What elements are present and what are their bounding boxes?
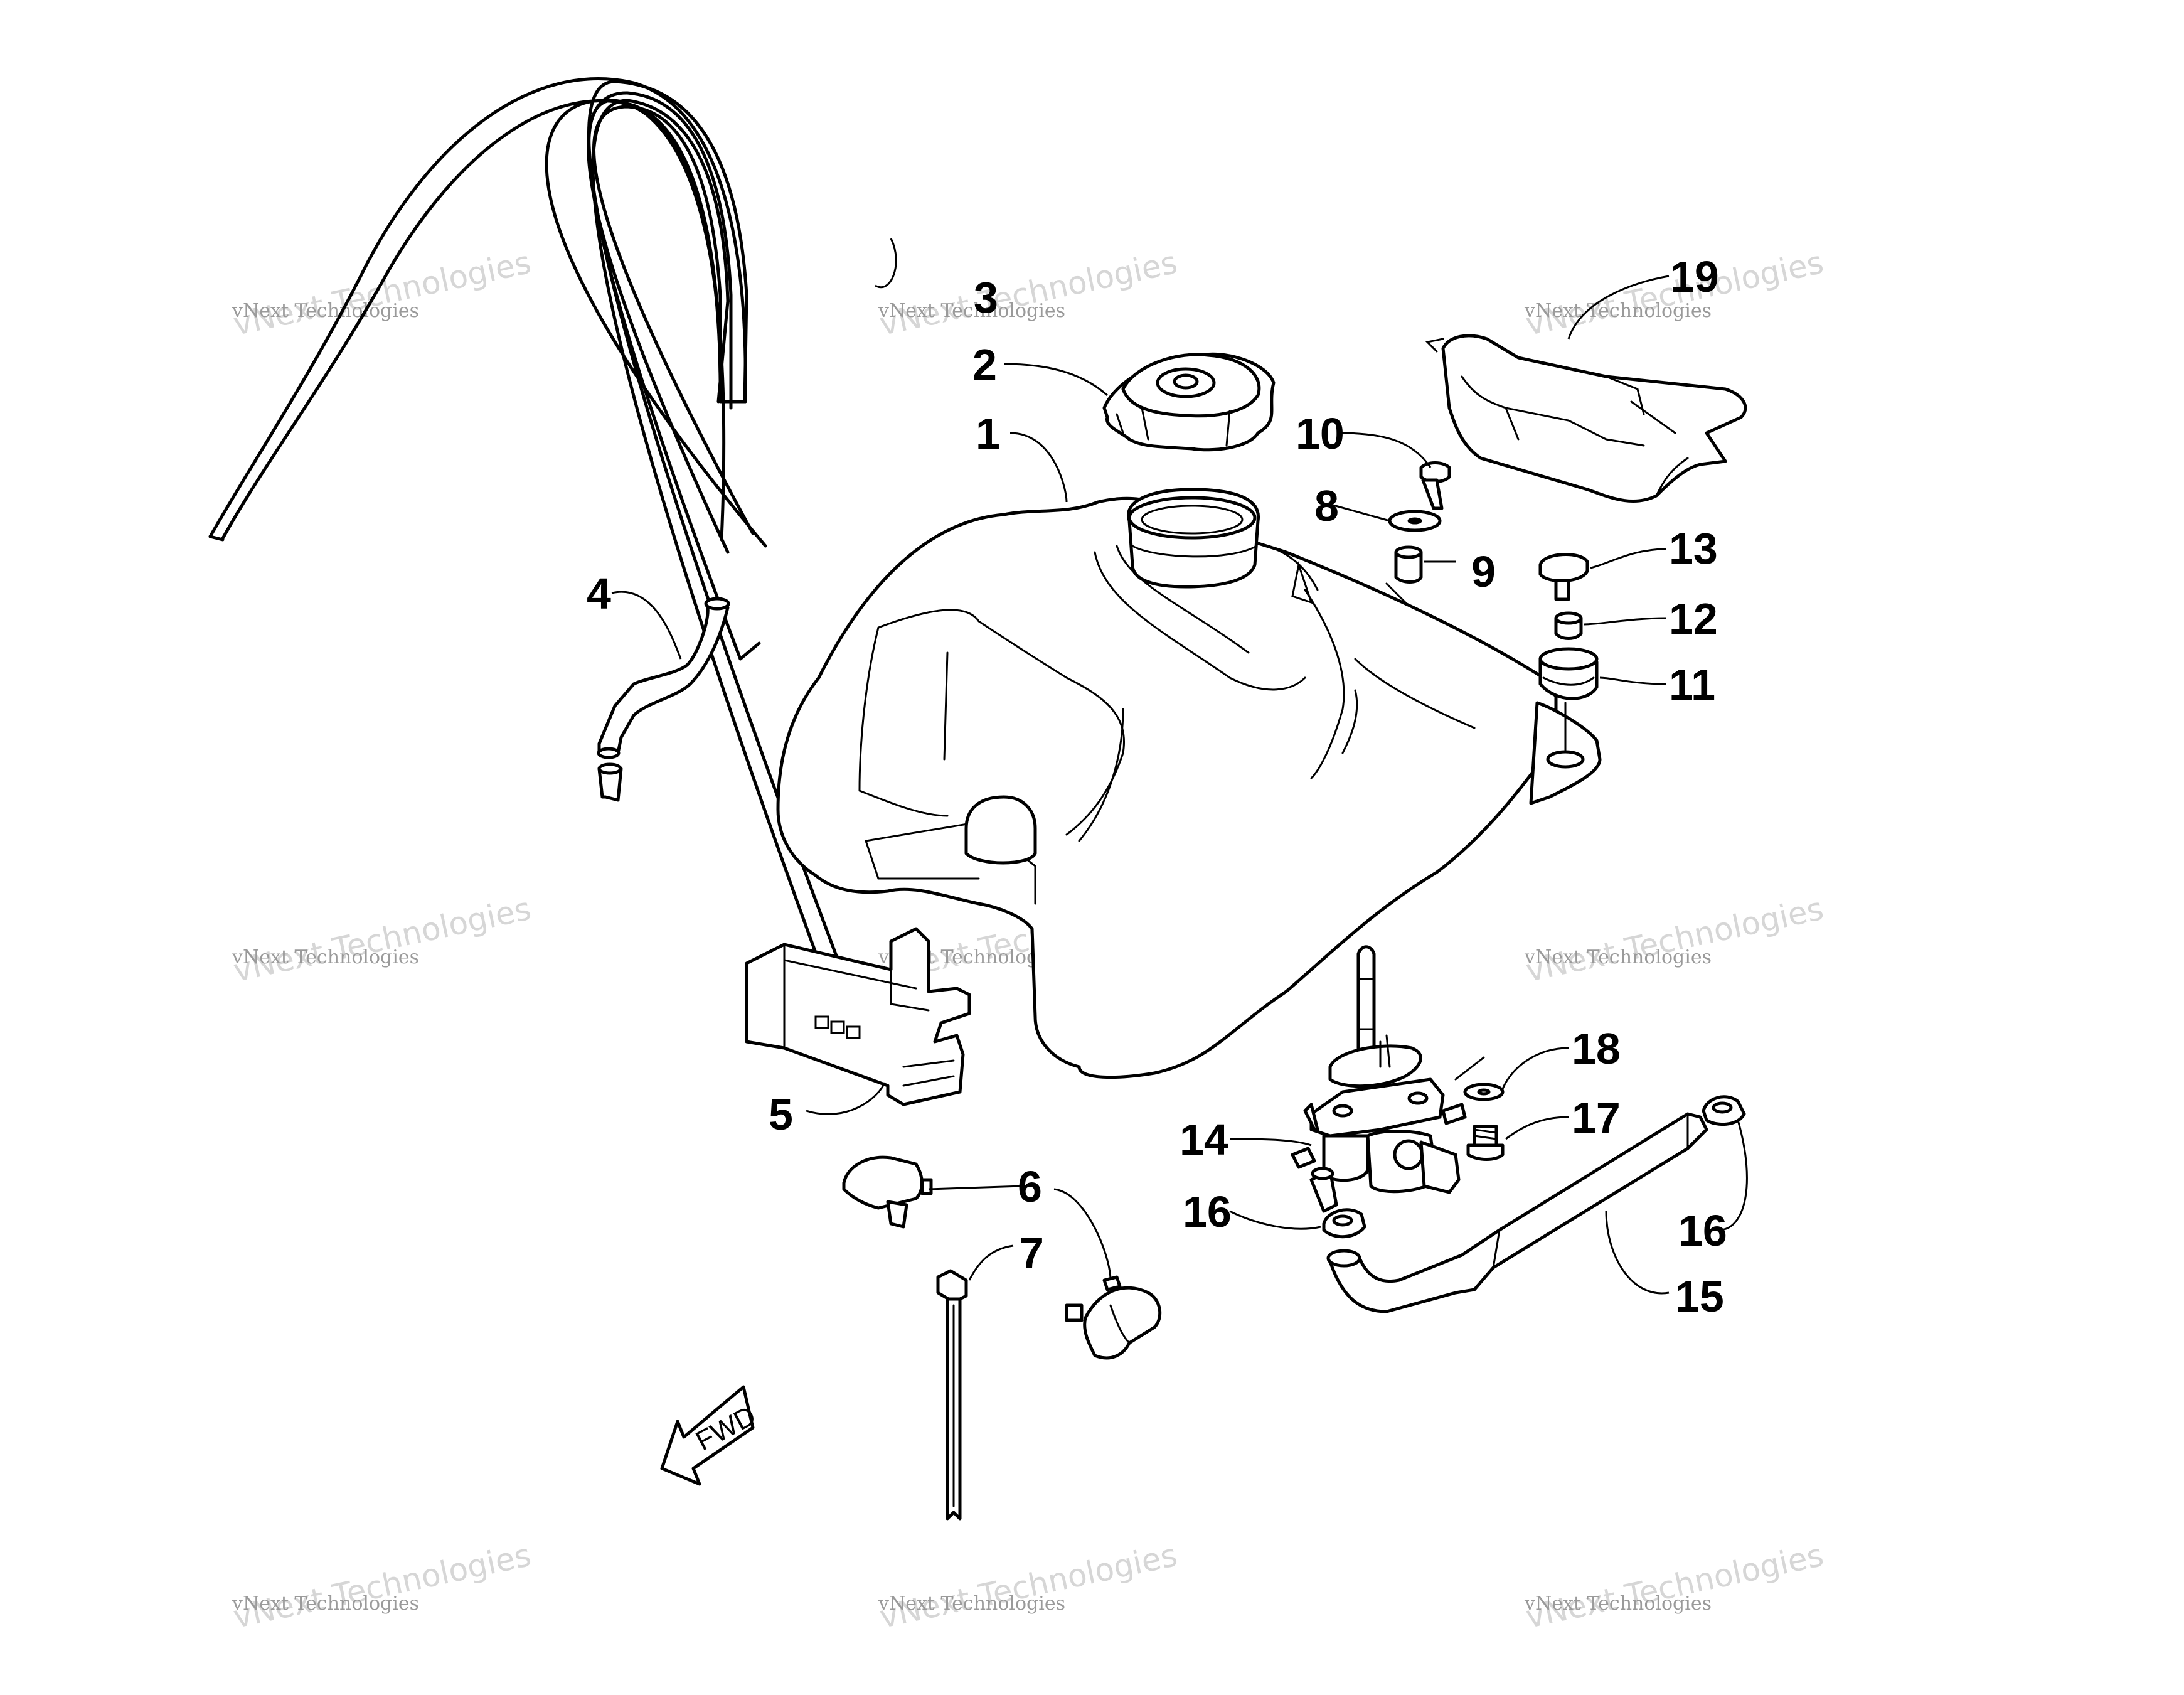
screw-part-10 (1419, 461, 1451, 510)
forward-direction-arrow: FWD (660, 1385, 761, 1486)
elbow-hose-part-4 (597, 597, 730, 802)
watermark-text: vNext Technologies (232, 1593, 419, 1615)
clip-part-6-upper (842, 1155, 933, 1229)
washer-part-18 (1463, 1083, 1505, 1101)
fuel-valve-part-14 (1291, 945, 1467, 1213)
callout-19: 19 (1670, 252, 1719, 301)
callout-2: 2 (972, 340, 997, 389)
watermark-text: vNext Technologies (230, 1537, 535, 1635)
callout-13: 13 (1669, 524, 1718, 573)
callout-6: 6 (1018, 1162, 1042, 1211)
callout-1: 1 (976, 409, 1000, 458)
watermark-text: vNext Technologies (876, 1537, 1181, 1635)
callout-16-right: 16 (1678, 1206, 1727, 1255)
callout-3: 3 (974, 273, 998, 322)
spacer-part-9 (1394, 545, 1423, 584)
leader-lines (611, 238, 1748, 1295)
callout-18: 18 (1572, 1024, 1621, 1073)
watermark-text: vNext Technologies (878, 1593, 1065, 1615)
callout-7: 7 (1020, 1228, 1044, 1277)
watermark-text: vNext Technologies (1523, 890, 1827, 989)
washer-part-8 (1388, 510, 1442, 532)
vent-hose-part-3 (208, 77, 880, 1069)
watermark-text: vNext Technologies (1524, 946, 1712, 968)
watermark-text: vNext Technologies (230, 890, 535, 989)
callout-15: 15 (1675, 1272, 1724, 1321)
watermark-text: vNext Technologies (230, 244, 535, 343)
hose-clamp-part-16-left (1322, 1208, 1366, 1239)
watermark: vNext Technologies vNext Technologies (876, 244, 1181, 343)
callout-12: 12 (1669, 594, 1718, 643)
watermark-text: vNext Technologies (1523, 1537, 1827, 1635)
fuel-tank-part-1 (776, 488, 1602, 1079)
callout-9: 9 (1471, 547, 1496, 596)
callout-11: 11 (1669, 660, 1715, 709)
clip-part-6-lower (1065, 1275, 1162, 1360)
watermark-text: vNext Technologies (232, 300, 419, 322)
callout-5: 5 (769, 1090, 793, 1139)
heat-shield-part-19 (1425, 334, 1747, 503)
hose-clamp-part-16-right (1702, 1095, 1746, 1126)
fuel-cap-part-2 (1102, 352, 1276, 452)
watermark-text: vNext Technologies (232, 946, 419, 968)
grommet-part-11 (1538, 647, 1599, 751)
callout-numbers: 1 2 3 4 5 6 7 8 9 10 11 12 13 14 15 16 1… (587, 252, 1727, 1321)
bushing-part-12 (1554, 611, 1583, 640)
watermark: vNext Technologies vNext Technologies (1523, 1537, 1827, 1635)
callout-14: 14 (1180, 1115, 1228, 1164)
watermark: vNext Technologies vNext Technologies (876, 1537, 1181, 1635)
bolt-part-13 (1538, 553, 1589, 601)
cable-tie-part-7 (936, 1269, 968, 1521)
bolt-part-17 (1454, 1056, 1505, 1161)
callout-10: 10 (1296, 409, 1345, 458)
callout-4: 4 (587, 569, 611, 618)
watermark: vNext Technologies vNext Technologies (1523, 890, 1827, 989)
callout-17: 17 (1572, 1093, 1621, 1142)
watermark-text: vNext Technologies (876, 244, 1181, 343)
watermark-text: vNext Technologies (878, 300, 1065, 322)
bracket-part-5 (745, 927, 971, 1106)
watermark: vNext Technologies vNext Technologies (230, 890, 535, 989)
callout-16-left: 16 (1183, 1187, 1232, 1236)
callout-8: 8 (1314, 481, 1339, 530)
watermark-text: vNext Technologies (1524, 300, 1712, 322)
fuel-hose-part-15 (1326, 1112, 1708, 1313)
watermark: vNext Technologies vNext Technologies (230, 244, 535, 343)
watermark: vNext Technologies vNext Technologies (230, 1537, 535, 1635)
watermark-text: vNext Technologies (1524, 1593, 1712, 1615)
